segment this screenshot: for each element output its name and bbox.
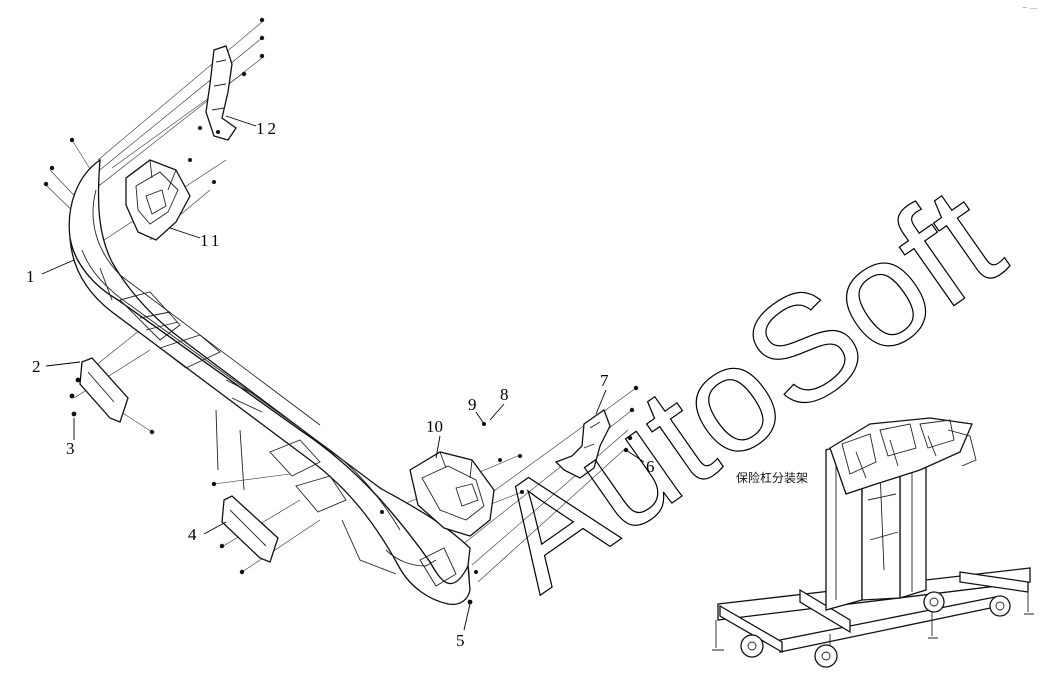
fixture-label: 保险杠分装架: [736, 470, 808, 485]
callout-9: 9: [468, 395, 477, 414]
callout-leaders: [41, 115, 645, 631]
callout-11: 11: [200, 231, 222, 250]
callout-10: 10: [426, 417, 443, 436]
callout-4: 4: [188, 525, 197, 544]
bumper-body: [68, 158, 471, 606]
callout-12: 12: [256, 119, 279, 138]
callout-3: 3: [66, 439, 75, 458]
callout-1: 1: [26, 267, 35, 286]
callout-8: 8: [500, 385, 509, 404]
bracket-12: [205, 45, 237, 141]
bracket-7: [554, 408, 611, 479]
bumper-assembly-stand: [712, 417, 1034, 668]
callout-7: 7: [600, 371, 609, 390]
callout-5: 5: [456, 631, 465, 650]
callout-6: 6: [646, 457, 655, 476]
callout-2: 2: [32, 357, 41, 376]
headlamp-housing-10: [409, 451, 495, 537]
headlamp-housing-11: [125, 159, 191, 241]
cover-plate-2: [79, 357, 129, 423]
corner-mark: ~ ―: [1022, 4, 1037, 12]
cover-plate-4: [221, 495, 279, 563]
callout-labels: 1 2 3 4 5 6 7 8 9 10 11 12: [26, 119, 655, 650]
watermark-text: AutoSoft: [462, 154, 1030, 622]
